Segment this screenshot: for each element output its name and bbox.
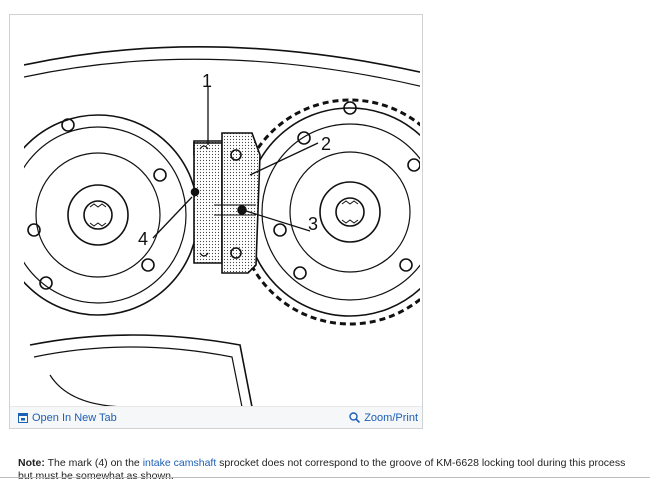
intake-camshaft-link[interactable]: intake camshaft [142,457,217,469]
open-in-new-tab-link[interactable]: Open In New Tab [18,412,117,424]
callout-2: 2 [321,134,331,154]
camshaft-locking-diagram: 1 2 3 4 [10,15,424,410]
callout-1: 1 [202,71,212,91]
new-tab-icon [18,412,28,423]
diagram-svg: 1 2 3 4 [24,46,420,407]
note-text-after: sprocket does not correspond to the groo… [18,457,626,482]
page-divider [0,477,650,478]
callout-3: 3 [308,214,318,234]
note-label: Note: [18,457,45,469]
figure-footer: Open In New Tab Zoom/Print [10,406,422,428]
locking-tool-left [193,142,223,264]
zoom-icon [349,412,361,423]
zoom-print-label: Zoom/Print [364,411,418,424]
note-paragraph: Note: The mark (4) on the intake camshaf… [18,457,638,483]
intake-sprocket [245,107,420,317]
figure-card: 1 2 3 4 Open In New Tab Zoom/Print [9,14,423,429]
zoom-print-link[interactable]: Zoom/Print [349,412,418,424]
exhaust-sprocket [24,114,199,316]
locking-tool-right [221,132,261,274]
note-text-before: The mark (4) on the [44,457,143,469]
open-in-new-tab-label: Open In New Tab [32,411,117,424]
callout-4: 4 [138,229,148,249]
